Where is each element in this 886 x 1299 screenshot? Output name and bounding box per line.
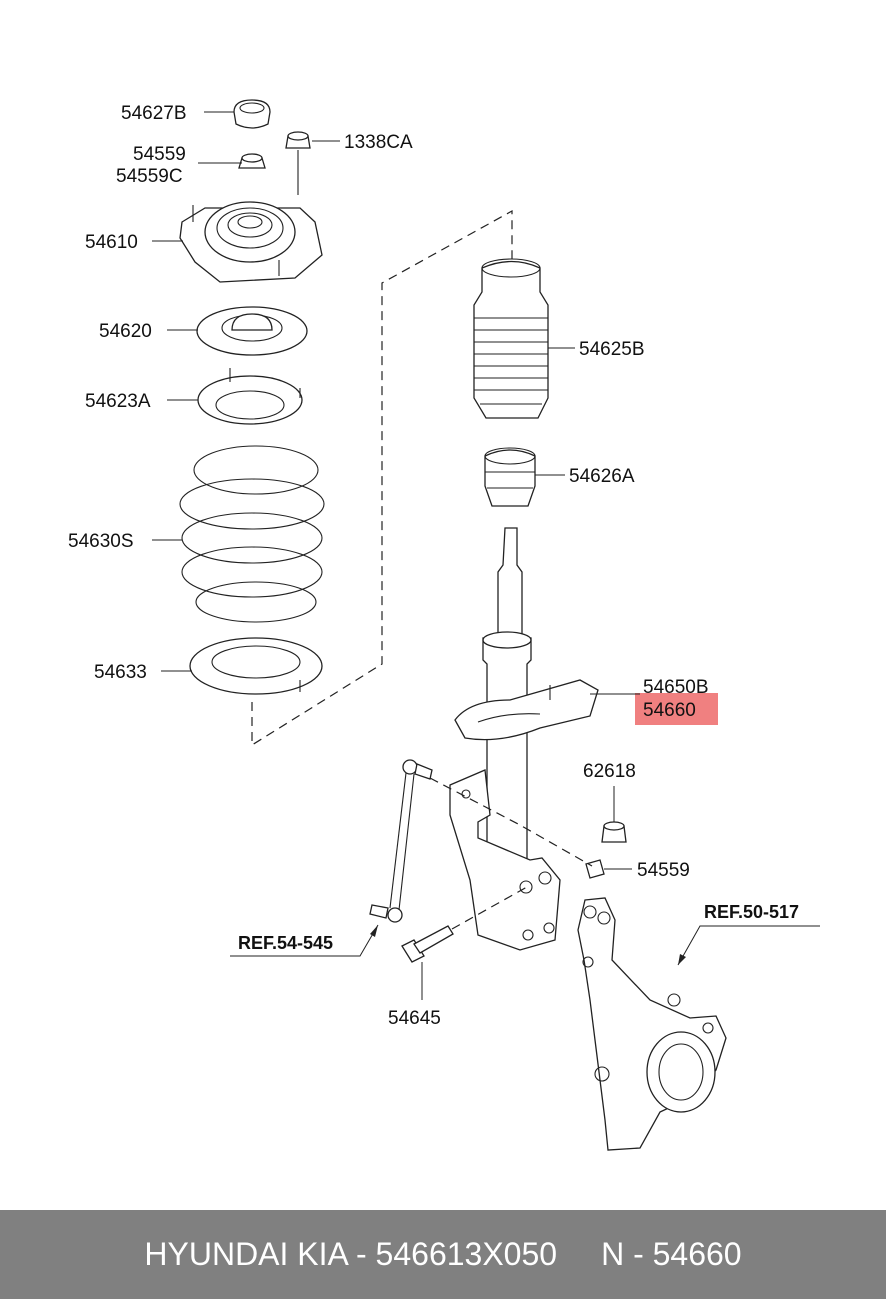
label-54627b: 54627B bbox=[121, 103, 187, 124]
part-54660-spring-seat-bracket bbox=[454, 679, 599, 741]
part-54633-lower-pad bbox=[189, 637, 323, 695]
part-54559-lower-nut bbox=[585, 859, 605, 879]
label-54559c: 54559C bbox=[116, 166, 183, 187]
part-54610-top-mount bbox=[179, 201, 323, 283]
part-62618-bushing bbox=[601, 821, 627, 843]
part-stabilizer-link bbox=[369, 759, 433, 923]
label-54630s: 54630S bbox=[68, 531, 134, 552]
footer-brand-part-number: HYUNDAI KIA - 546613X050 bbox=[144, 1236, 558, 1272]
label-54559-low: 54559 bbox=[637, 860, 690, 881]
label-54610: 54610 bbox=[85, 232, 138, 253]
strut-assembly-diagram: 54627B 54559 54559C 1338CA 54610 54620 5… bbox=[68, 99, 820, 1151]
label-54650b: 54650B bbox=[643, 677, 709, 698]
label-54645: 54645 bbox=[388, 1008, 441, 1029]
label-62618: 62618 bbox=[583, 761, 636, 782]
label-54620: 54620 bbox=[99, 321, 152, 342]
label-54559-top: 54559 bbox=[133, 144, 186, 165]
label-ref-50-517[interactable]: REF.50-517 bbox=[704, 902, 799, 922]
label-54633: 54633 bbox=[94, 662, 147, 683]
part-54625b-dust-boot bbox=[473, 258, 549, 419]
part-54645-bolt bbox=[401, 925, 454, 963]
part-54620-bearing bbox=[196, 306, 308, 356]
part-strut-rod bbox=[497, 527, 523, 641]
part-54630s-coil-spring bbox=[179, 445, 325, 623]
assembly-dashed-outline bbox=[251, 209, 513, 747]
part-strut-lower-bracket bbox=[449, 769, 561, 951]
part-steering-knuckle bbox=[577, 897, 727, 1151]
label-54625b: 54625B bbox=[579, 339, 645, 360]
label-54660: 54660 bbox=[643, 700, 696, 721]
footer-reference-number: N - 54660 bbox=[601, 1236, 742, 1272]
label-ref-54-545[interactable]: REF.54-545 bbox=[238, 933, 333, 953]
label-54626a: 54626A bbox=[569, 466, 635, 487]
part-54626a-bump-stopper bbox=[484, 447, 536, 507]
label-1338ca: 1338CA bbox=[344, 132, 413, 153]
footer-bar: HYUNDAI KIA - 546613X050 N - 54660 bbox=[0, 1210, 886, 1299]
highlight-54660 bbox=[635, 693, 718, 725]
label-54623a: 54623A bbox=[85, 391, 151, 412]
part-1338ca-nut bbox=[285, 131, 311, 195]
part-54623a-spring-seat bbox=[197, 368, 303, 425]
part-54559-nut bbox=[238, 153, 266, 169]
part-54627b-cap bbox=[233, 99, 271, 129]
link-assembly-line bbox=[429, 777, 593, 867]
